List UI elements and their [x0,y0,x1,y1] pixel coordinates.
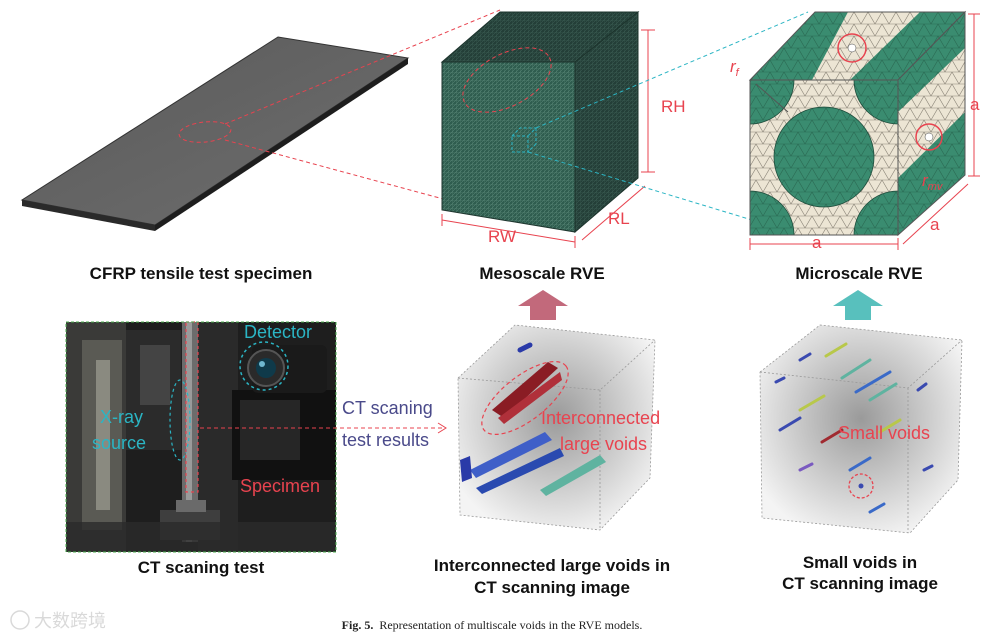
photo-specimen-label: Specimen [240,476,320,496]
micro-a-depth-label: a [930,215,940,234]
ct-large-voids-cube [457,324,656,531]
figure-caption: Fig. 5.Representation of multiscale void… [342,618,643,632]
title-ct-large-2: CT scanning image [474,578,630,597]
meso-rw-label: RW [488,227,516,246]
void-label-large-2: large voids [560,434,647,454]
meso-dimension-lines [441,29,655,248]
title-micro: Microscale RVE [795,264,922,283]
detector-lens [247,345,327,393]
photo-xray-label-1: X-ray [100,407,143,427]
up-arrow-micro [833,290,883,320]
title-ct-test: CT scaning test [138,558,265,577]
title-specimen: CFRP tensile test specimen [90,264,313,283]
photo-xray-label-2: source [92,433,146,453]
title-ct-small-2: CT scanning image [782,574,938,593]
title-ct-large-1: Interconnected large voids in [434,556,670,575]
watermark-logo: 大数跨境 [10,610,106,631]
micro-rmv-label: rmv [922,171,944,193]
title-meso: Mesoscale RVE [479,264,604,283]
connector-lines-specimen-meso [224,9,501,201]
micro-dimension-lines [749,13,980,250]
ct-photo-border [65,321,337,553]
title-ct-small-1: Small voids in [803,553,917,572]
meso-rh-label: RH [661,97,686,116]
ct-scanner-photo [66,321,336,552]
void-label-small: Small voids [838,423,930,443]
micro-rf-label: rf [730,57,740,79]
micro-a-right-label: a [970,95,980,114]
photo-detector-label: Detector [244,322,312,342]
ct-arrow-text-2: test results [342,430,429,450]
cfrp-specimen-plate [20,36,410,231]
void-label-large-1: Interconnected [541,408,660,428]
connector-lines-meso-micro [527,11,809,221]
ct-result-arrow [200,422,447,434]
meso-rl-label: RL [608,209,630,228]
mesoscale-rve-cube [440,10,640,234]
microscale-rve-cube [748,10,967,237]
ct-arrow-text-1: CT scaning [342,398,433,418]
micro-a-bottom-label: a [812,233,822,252]
ct-small-voids-cube [759,324,963,534]
watermark-text: 大数跨境 [34,611,106,631]
up-arrow-meso [518,290,568,320]
